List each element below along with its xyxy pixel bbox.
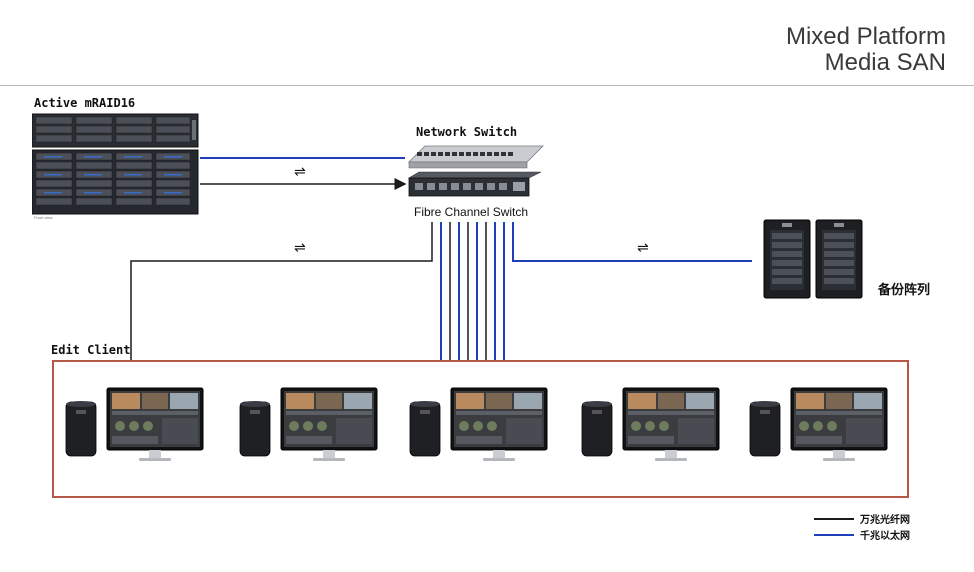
- edit-workstations: [65, 387, 888, 462]
- legend-item-fibre: 万兆光纤网: [814, 511, 964, 527]
- title-line-1: Mixed Platform: [785, 23, 946, 50]
- legend-item-ethernet: 千兆以太网: [814, 527, 964, 543]
- title-line-2: Media SAN: [824, 49, 946, 76]
- workstation-3: [409, 387, 548, 462]
- diagram-title: Mixed Platform Media SAN: [786, 24, 946, 76]
- backup-tower-1: [763, 219, 811, 299]
- backup-array-label: 备份阵列: [878, 283, 931, 298]
- fibre-switch-label: Fibre Channel Switch: [414, 205, 529, 219]
- backup-tower-2: [815, 219, 863, 299]
- bidirectional-arrow-icon: ⇌: [637, 240, 649, 256]
- edit-client-fibre-link: [130, 222, 433, 360]
- bidirectional-arrow-icon: ⇌: [294, 240, 306, 256]
- storage-caption: Front view: [34, 215, 53, 220]
- workstation-5: [749, 387, 888, 462]
- bidirectional-arrow-icon: ⇌: [294, 164, 306, 180]
- legend-label-fibre: 万兆光纤网: [860, 515, 910, 526]
- legend-swatch-ethernet: [814, 534, 854, 536]
- workstation-1: [65, 387, 204, 462]
- edit-client-group: [52, 360, 909, 498]
- storage-array: [32, 113, 199, 215]
- network-switch: [407, 145, 544, 197]
- backup-ethernet-link: [512, 222, 752, 262]
- workstation-4: [581, 387, 720, 462]
- backup-array: [763, 219, 863, 299]
- legend-label-ethernet: 千兆以太网: [860, 531, 910, 542]
- edit-client-label: Edit Client: [51, 343, 131, 357]
- storage-label: Active mRAID16: [34, 96, 136, 110]
- workstation-2: [239, 387, 378, 462]
- header-divider: [0, 85, 974, 86]
- network-switch-label: Network Switch: [416, 125, 518, 139]
- legend: 万兆光纤网 千兆以太网: [814, 511, 964, 543]
- legend-swatch-fibre: [814, 518, 854, 520]
